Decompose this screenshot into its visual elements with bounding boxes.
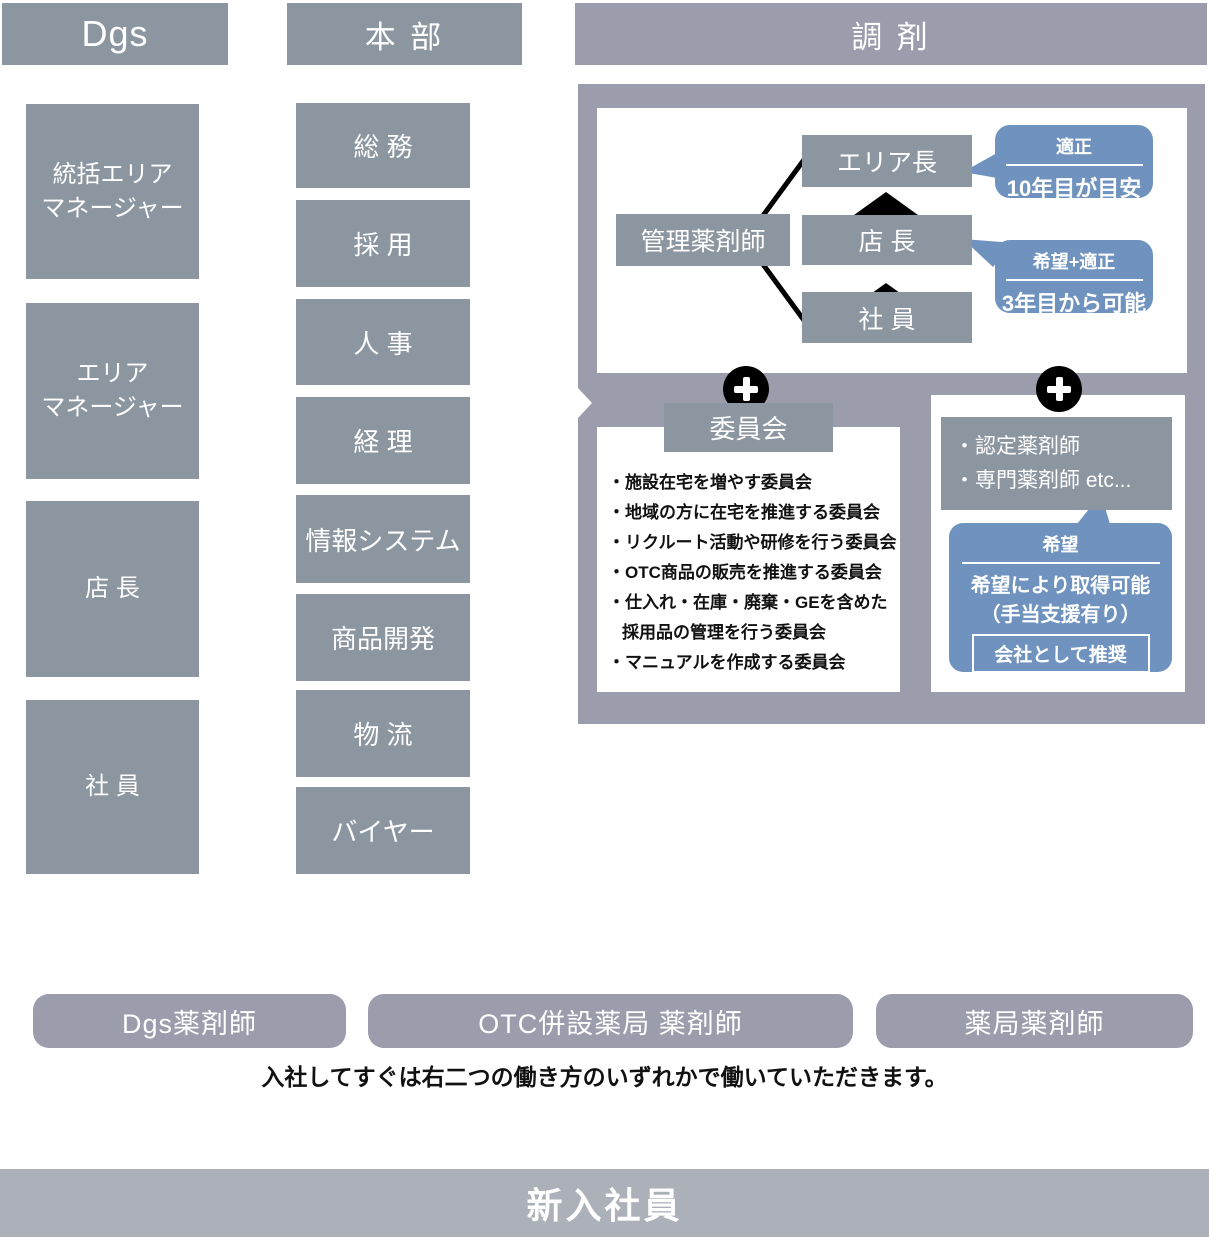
- committee-item: ・リクルート活動や研修を行う委員会: [608, 533, 897, 552]
- honbu-dept-product-dev: 商品開発: [296, 594, 470, 681]
- certification-types-box: ・認定薬剤師 ・専門薬剤師 etc...: [941, 417, 1172, 510]
- committee-item-continued: 採用品の管理を行う委員会: [622, 623, 826, 642]
- plus-icon: [1036, 366, 1082, 412]
- committee-item: ・仕入れ・在庫・廃棄・GEを含めた: [608, 593, 888, 612]
- committee-panel: [597, 427, 900, 692]
- honbu-dept-buyer: バイヤー: [296, 787, 470, 874]
- requirement-detail: 3年目から可能: [1001, 291, 1147, 316]
- certification-label: 希望: [1042, 535, 1079, 555]
- dgs-role-area-manager: エリア マネージャー: [26, 303, 199, 479]
- committee-item: ・OTC商品の販売を推進する委員会: [608, 563, 882, 582]
- requirement-detail: 10年目が目安: [1006, 176, 1142, 201]
- org-area-chief: エリア長: [802, 135, 972, 187]
- bubble-divider: [1005, 164, 1143, 166]
- chozai-column-header: 調 剤: [575, 3, 1207, 65]
- committee-item: ・施設在宅を増やす委員会: [608, 473, 812, 492]
- honbu-dept-general-affairs: 総 務: [296, 103, 470, 188]
- committee-list: ・施設在宅を増やす委員会 ・地域の方に在宅を推進する委員会 ・リクルート活動や研…: [608, 468, 900, 678]
- career-pharmacy-pharmacist: 薬局薬剤師: [876, 994, 1193, 1048]
- dgs-role-senior-area-manager: 統括エリア マネージャー: [26, 104, 199, 279]
- certification-detail-2: （手当支援有り）: [980, 604, 1141, 626]
- certification-detail-1: 希望により取得可能: [970, 575, 1151, 597]
- career-dgs-pharmacist: Dgs薬剤師: [33, 994, 346, 1048]
- bubble-divider: [961, 562, 1160, 564]
- career-otc-pharmacy-pharmacist: OTC併設薬局 薬剤師: [368, 994, 853, 1048]
- entry-note: 入社してすぐは右二つの働き方のいずれかで働いていただきます。: [261, 1064, 948, 1090]
- honbu-dept-hr: 人 事: [296, 299, 470, 385]
- promotion-arrow-icon: [854, 192, 918, 215]
- area-chief-requirement-bubble: 適正 10年目が目安: [995, 125, 1153, 201]
- committee-header: 委員会: [664, 403, 833, 452]
- committee-item: ・地域の方に在宅を推進する委員会: [608, 503, 880, 522]
- org-store-chief: 店 長: [802, 215, 972, 265]
- store-chief-requirement-bubble: 希望+適正 3年目から可能: [995, 240, 1153, 316]
- left-notch-arrow-icon: [578, 388, 592, 418]
- dgs-role-store-manager: 店 長: [26, 501, 199, 677]
- honbu-dept-accounting: 経 理: [296, 397, 470, 484]
- new-employee-bar: 新入社員: [0, 1169, 1209, 1237]
- honbu-column-header: 本 部: [287, 3, 522, 65]
- certification-bubble: 希望 希望により取得可能 （手当支援有り） 会社として推奨: [949, 523, 1172, 673]
- dgs-column-header: Dgs: [2, 3, 228, 65]
- requirement-label: 希望+適正: [1032, 252, 1116, 272]
- bubble-divider: [1005, 279, 1143, 281]
- company-recommended-badge: 会社として推奨: [971, 634, 1150, 673]
- honbu-dept-recruiting: 採 用: [296, 200, 470, 287]
- org-managing-pharmacist: 管理薬剤師: [616, 214, 790, 266]
- committee-item: ・マニュアルを作成する委員会: [608, 653, 846, 672]
- org-staff: 社 員: [802, 292, 972, 343]
- honbu-dept-logistics: 物 流: [296, 690, 470, 777]
- dgs-role-staff: 社 員: [26, 700, 199, 874]
- honbu-dept-it: 情報システム: [296, 495, 470, 583]
- requirement-label: 適正: [1056, 137, 1092, 157]
